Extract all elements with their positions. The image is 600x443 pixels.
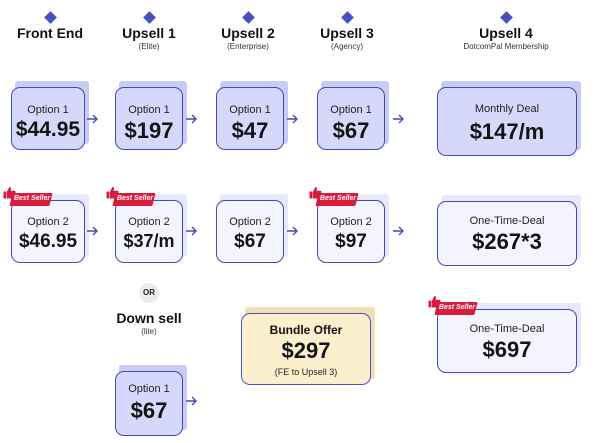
downsell-subtitle: (lite) [141,327,157,336]
arrow-right-icon [87,114,98,124]
column-title-upsell-3: Upsell 3 [320,25,374,41]
arrow-right-icon [186,114,197,124]
option-label: Option 1 [128,104,170,116]
option-label: One-Time-Deal [469,215,545,227]
option-label: Option 1 [330,104,372,116]
option-price: $67 [130,398,168,423]
arrow-right-icon [287,114,298,124]
diamond-icon [341,11,354,24]
bundle-note: (FE to Upsell 3) [274,367,338,377]
column-title-upsell-1: Upsell 1 [122,25,176,41]
upsell-4-one-time-deal-card[interactable]: One-Time-Deal $267*3 [437,195,581,266]
option-label: Option 2 [229,216,271,228]
option-price: $47 [231,118,269,143]
best-seller-badge: Best Seller [428,295,478,321]
column-title-front-end: Front End [16,25,84,41]
option-price: $67 [332,118,370,143]
column-subtitle-upsell-2: (Enterprise) [227,42,269,51]
arrow-right-icon [393,226,404,236]
upsell-2-option-2-card[interactable]: Option 2 $67 [216,194,288,263]
option-price: $44.95 [15,118,81,141]
column-subtitle-upsell-1: (Elite) [138,42,160,51]
arrow-right-icon [87,226,98,236]
bundle-offer-card[interactable]: Bundle Offer $297 (FE to Upsell 3) [241,307,375,385]
option-label: Option 1 [27,104,69,116]
arrow-right-icon [287,226,298,236]
option-price: $197 [124,118,174,143]
best-seller-badge: Best Seller [309,186,359,212]
bundle-title: Bundle Offer [269,323,343,337]
option-price: $697 [482,337,532,362]
option-price: $97 [335,231,367,252]
column-title-upsell-4: Upsell 4 [479,25,533,41]
column-subtitle-upsell-4: DotcomPal Membership [463,42,549,51]
option-price: $46.95 [18,231,78,252]
arrow-right-icon [186,226,197,236]
upsell-1-option-1-card[interactable]: Option 1 $197 [115,81,187,150]
option-label: Option 2 [128,216,170,228]
option-label: Option 2 [27,216,69,228]
or-divider: OR [139,283,159,303]
diamond-icon [44,11,57,24]
option-label: Option 1 [229,104,271,116]
upsell-4-monthly-deal-card[interactable]: Monthly Deal $147/m [437,81,581,156]
option-price: $267*3 [472,229,542,254]
upsell-3-option-1-card[interactable]: Option 1 $67 [317,81,389,150]
downsell-title: Down sell [116,310,182,326]
best-seller-badge: Best Seller [106,186,156,212]
option-price: $147/m [469,119,545,144]
diamond-icon [143,11,156,24]
diamond-icon [242,11,255,24]
bundle-price: $297 [281,338,331,363]
best-seller-badge: Best Seller [3,186,53,212]
upsell-2-option-1-card[interactable]: Option 1 $47 [216,81,288,150]
option-label: Option 2 [330,216,372,228]
arrow-right-icon [186,396,197,406]
column-title-upsell-2: Upsell 2 [221,25,275,41]
column-subtitle-upsell-3: (Agency) [330,42,363,51]
option-label: Option 1 [128,383,170,395]
option-label: Monthly Deal [474,103,540,115]
diamond-icon [500,11,513,24]
arrow-right-icon [393,114,404,124]
downsell-option-1-card[interactable]: Option 1 $67 [115,365,187,436]
front-end-option-2-card[interactable]: Option 2 $46.95 [11,194,89,263]
front-end-option-1-card[interactable]: Option 1 $44.95 [11,81,89,150]
option-price: $37/m [123,231,175,251]
option-price: $67 [234,231,266,252]
option-label: One-Time-Deal [469,323,545,335]
